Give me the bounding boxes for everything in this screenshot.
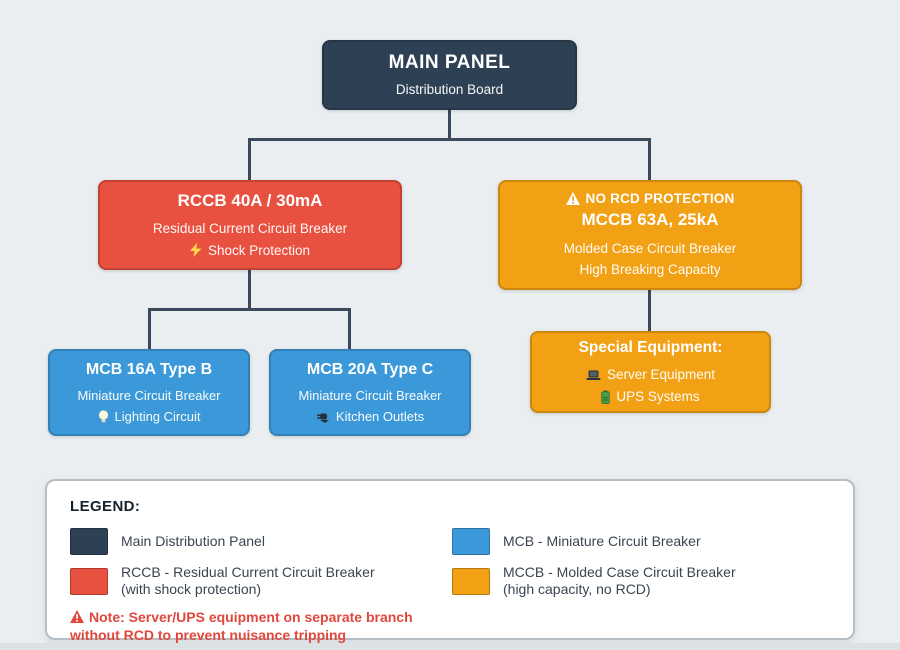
- legend-note-line2: without RCD to prevent nuisance tripping: [70, 627, 347, 644]
- mcb-kitchen-outlets-row: Kitchen Outlets: [316, 409, 424, 426]
- plug-icon: [316, 413, 329, 424]
- special-equipment-node: Special Equipment: Server Equipment UPS …: [530, 331, 771, 413]
- legend-swatch-blue: [452, 528, 490, 555]
- legend-label-rccb: RCCB - Residual Current Circuit Breaker …: [121, 564, 375, 598]
- legend-label-text-2: (high capacity, no RCD): [503, 581, 651, 598]
- connector-to-mcb-kitchen: [348, 308, 351, 350]
- connector-rccb-down: [248, 270, 251, 310]
- connector-to-mcb-lighting: [148, 308, 151, 350]
- special-equipment-title: Special Equipment:: [578, 338, 723, 356]
- main-panel-subtitle: Distribution Board: [395, 81, 504, 97]
- legend-swatch-red: [70, 567, 108, 595]
- mcb-lighting-description: Miniature Circuit Breaker: [77, 387, 221, 403]
- legend-panel: LEGEND: Main Distribution Panel MCB - Mi…: [45, 479, 855, 643]
- connector-level2-horizontal: [148, 308, 351, 311]
- legend-label-mccb: MCCB - Molded Case Circuit Breaker (high…: [503, 564, 736, 598]
- legend-item-mccb: MCCB - Molded Case Circuit Breaker (high…: [452, 564, 830, 598]
- ups-systems-row: UPS Systems: [601, 388, 700, 406]
- connector-mccb-down: [648, 290, 651, 332]
- legend-swatch-orange: [452, 567, 490, 595]
- mcb-lighting-node: MCB 16A Type B Miniature Circuit Breaker…: [48, 349, 250, 436]
- mccb-warning-label: NO RCD PROTECTION: [585, 191, 735, 207]
- legend-note-line1: Note: Server/UPS equipment on separate b…: [89, 609, 413, 626]
- legend-label-text: MCB - Miniature Circuit Breaker: [503, 532, 701, 549]
- legend-item-main-panel: Main Distribution Panel: [70, 528, 452, 555]
- rccb-node: RCCB 40A / 30mA Residual Current Circuit…: [98, 180, 402, 270]
- legend-label-mcb: MCB - Miniature Circuit Breaker: [503, 533, 701, 550]
- server-equipment-label: Server Equipment: [606, 367, 716, 383]
- mcb-lighting-circuit-row: Lighting Circuit: [98, 409, 201, 426]
- mcb-kitchen-outlets-label: Kitchen Outlets: [335, 408, 425, 424]
- legend-label-text: RCCB - Residual Current Circuit Breaker: [121, 564, 375, 580]
- connector-to-rccb: [248, 138, 251, 181]
- legend-label-main-panel: Main Distribution Panel: [121, 533, 265, 550]
- mccb-warning-row: NO RCD PROTECTION: [565, 191, 735, 207]
- legend-label-text-2: (with shock protection): [121, 581, 262, 598]
- connector-main-down: [448, 110, 451, 139]
- server-equipment-row: Server Equipment: [586, 366, 715, 384]
- lightning-icon: [189, 243, 202, 258]
- legend-item-mcb: MCB - Miniature Circuit Breaker: [452, 528, 830, 555]
- mcb-kitchen-node: MCB 20A Type C Miniature Circuit Breaker…: [269, 349, 471, 436]
- mcb-kitchen-title: MCB 20A Type C: [306, 360, 434, 378]
- laptop-icon: [586, 370, 601, 380]
- mccb-description-2: High Breaking Capacity: [579, 262, 721, 278]
- bottom-edge: [0, 643, 900, 650]
- rccb-description: Residual Current Circuit Breaker: [152, 221, 348, 237]
- battery-icon: [601, 389, 611, 404]
- mcb-lighting-title: MCB 16A Type B: [85, 360, 213, 378]
- legend-item-rccb: RCCB - Residual Current Circuit Breaker …: [70, 564, 452, 598]
- mccb-title: MCCB 63A, 25kA: [581, 210, 719, 230]
- rccb-protection-row: Shock Protection: [189, 242, 311, 260]
- mccb-node: NO RCD PROTECTION MCCB 63A, 25kA Molded …: [498, 180, 802, 290]
- legend-label-text: MCCB - Molded Case Circuit Breaker: [503, 564, 736, 580]
- lightbulb-icon: [98, 410, 108, 423]
- warning-icon: [70, 610, 84, 624]
- rccb-protection-label: Shock Protection: [207, 242, 311, 258]
- connector-level1-horizontal: [248, 138, 651, 141]
- legend-label-text: Main Distribution Panel: [121, 532, 265, 549]
- legend-note: Note: Server/UPS equipment on separate b…: [70, 609, 490, 645]
- mccb-description-1: Molded Case Circuit Breaker: [563, 240, 737, 256]
- legend-title: LEGEND:: [70, 498, 141, 515]
- rccb-title: RCCB 40A / 30mA: [177, 190, 323, 210]
- legend-grid: Main Distribution Panel MCB - Miniature …: [70, 528, 830, 598]
- legend-swatch-navy: [70, 528, 108, 555]
- mcb-lighting-circuit-label: Lighting Circuit: [114, 408, 201, 424]
- main-panel-title: MAIN PANEL: [388, 51, 511, 73]
- main-panel-node: MAIN PANEL Distribution Board: [322, 40, 577, 110]
- connector-to-mccb: [648, 138, 651, 181]
- warning-icon: [565, 192, 580, 206]
- mcb-kitchen-description: Miniature Circuit Breaker: [298, 387, 442, 403]
- ups-systems-label: UPS Systems: [616, 388, 700, 404]
